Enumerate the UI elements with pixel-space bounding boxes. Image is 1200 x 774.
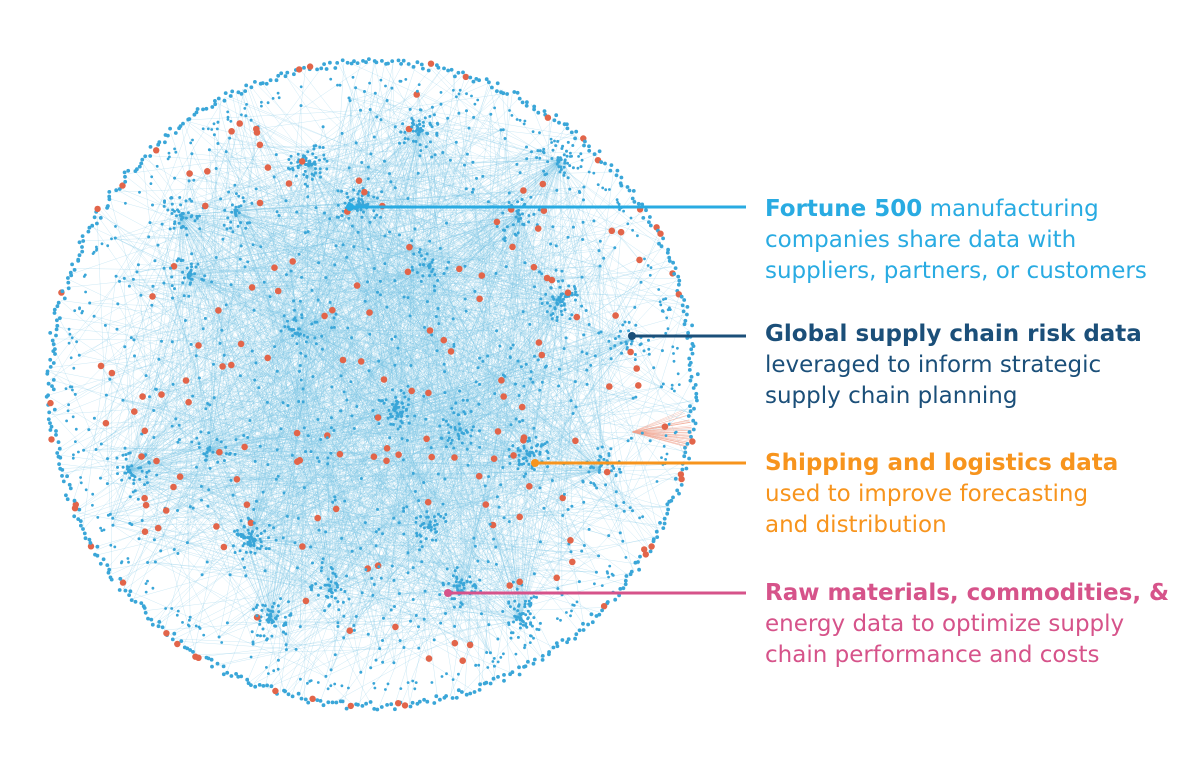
leader-dot-risk bbox=[628, 332, 636, 340]
callout-fortune-500-line-3: suppliers, partners, or customers bbox=[765, 258, 1147, 284]
callout-shipping-logistics-line-2: used to improve forecasting bbox=[765, 481, 1089, 507]
callout-fortune-500-line-2: companies share data with bbox=[765, 227, 1077, 253]
network-edges bbox=[49, 61, 695, 707]
callout-raw-materials-title: Raw materials, commodities, & bbox=[765, 580, 1170, 606]
callout-shipping-logistics-line-3: and distribution bbox=[765, 512, 947, 538]
callout-supply-chain-risk-line-3: supply chain planning bbox=[765, 383, 1018, 409]
callout-fortune-500-title: Fortune 500 bbox=[765, 196, 923, 222]
callout-supply-chain-risk: Global supply chain risk data leveraged … bbox=[765, 319, 1185, 412]
callout-leader-lines bbox=[346, 203, 746, 597]
callout-shipping-logistics-title: Shipping and logistics data bbox=[765, 450, 1119, 476]
callout-raw-materials-line-3: chain performance and costs bbox=[765, 642, 1100, 668]
network-outer-ring bbox=[44, 57, 700, 712]
callout-supply-chain-risk-title: Global supply chain risk data bbox=[765, 321, 1142, 347]
callout-raw-materials: Raw materials, commodities, & energy dat… bbox=[765, 578, 1185, 671]
callout-raw-materials-line-2: energy data to optimize supply bbox=[765, 611, 1125, 637]
leader-dot-fortune bbox=[346, 203, 354, 211]
callout-shipping-logistics: Shipping and logistics data used to impr… bbox=[765, 448, 1185, 541]
callout-fortune-500: Fortune 500 manufacturing companies shar… bbox=[765, 194, 1185, 287]
callout-fortune-500-line-1: manufacturing bbox=[922, 196, 1099, 222]
network-nodes bbox=[73, 86, 669, 678]
callout-supply-chain-risk-line-2: leveraged to inform strategic bbox=[765, 352, 1102, 378]
leader-dot-raw bbox=[444, 589, 452, 597]
leader-dot-shipping bbox=[531, 459, 539, 467]
